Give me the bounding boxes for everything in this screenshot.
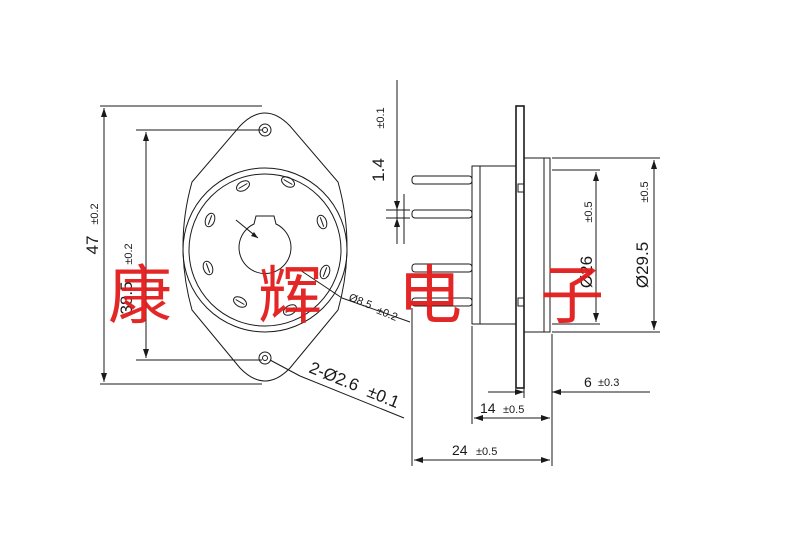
dim-26-value: Ø26 <box>577 256 596 288</box>
pin-3 <box>316 214 328 230</box>
dim-mount-holes-tol: ±0.1 <box>365 382 403 412</box>
dim-29-5-tol: ±0.5 <box>639 181 651 202</box>
dim-14-value: 14 <box>480 400 496 416</box>
dim-47-tol: ±0.2 <box>89 203 101 224</box>
dim-pin-circle-tol: ±0.2 <box>375 305 399 324</box>
watermark-char-1: 康 <box>108 260 172 334</box>
pin-5 <box>283 304 297 316</box>
watermark-char-4: 子 <box>540 260 604 334</box>
dim-47-value: 47 <box>83 236 102 255</box>
dim-1-4-value: 1.4 <box>369 158 388 182</box>
pin-6 <box>233 296 247 308</box>
dim-24-tol: ±0.5 <box>476 446 497 458</box>
dim-26-tol: ±0.5 <box>583 201 595 222</box>
dim-38-5-tol: ±0.2 <box>123 243 135 264</box>
watermark-char-3: 电 <box>398 260 462 334</box>
side-front-cap <box>523 157 551 333</box>
pin-8 <box>204 212 216 228</box>
socket-body-inner <box>188 173 342 327</box>
dim-6-value: 6 <box>584 374 592 390</box>
pin-contacts <box>202 176 331 316</box>
dim-14-tol: ±0.5 <box>503 404 524 416</box>
socket-flange-outline <box>182 112 348 382</box>
dim-6-tol: ±0.3 <box>598 377 619 389</box>
dim-29-5-value: Ø29.5 <box>633 242 652 288</box>
pin-7 <box>202 260 214 276</box>
side-dimensions <box>386 80 660 466</box>
pin-4 <box>319 264 331 280</box>
pin-2 <box>281 176 295 188</box>
center-key-hole <box>238 215 292 275</box>
dim-24-value: 24 <box>452 442 468 458</box>
front-view <box>182 112 411 382</box>
mount-hole-top-inner <box>262 127 268 133</box>
watermark-char-2: 辉 <box>258 260 322 334</box>
side-body <box>471 165 517 325</box>
pin-1 <box>236 180 250 192</box>
dim-38-5-value: 38.5 <box>117 281 136 314</box>
side-view <box>411 105 551 389</box>
dim-1-4-tol: ±0.1 <box>375 107 387 128</box>
mount-hole-bottom-inner <box>262 355 268 361</box>
watermark: 康 辉 电 子 <box>108 260 604 334</box>
socket-body-outer <box>182 167 348 333</box>
front-dimensions <box>100 105 405 419</box>
dimension-labels: 47 ±0.2 38.5 ±0.2 Ø8.5 ±0.2 2-Ø2.6 ±0.1 … <box>83 107 652 458</box>
side-pins <box>411 175 473 307</box>
mount-hole-bottom <box>258 351 272 365</box>
dim-pin-circle-value: Ø8.5 <box>347 292 374 312</box>
side-flange-plate <box>515 105 525 389</box>
